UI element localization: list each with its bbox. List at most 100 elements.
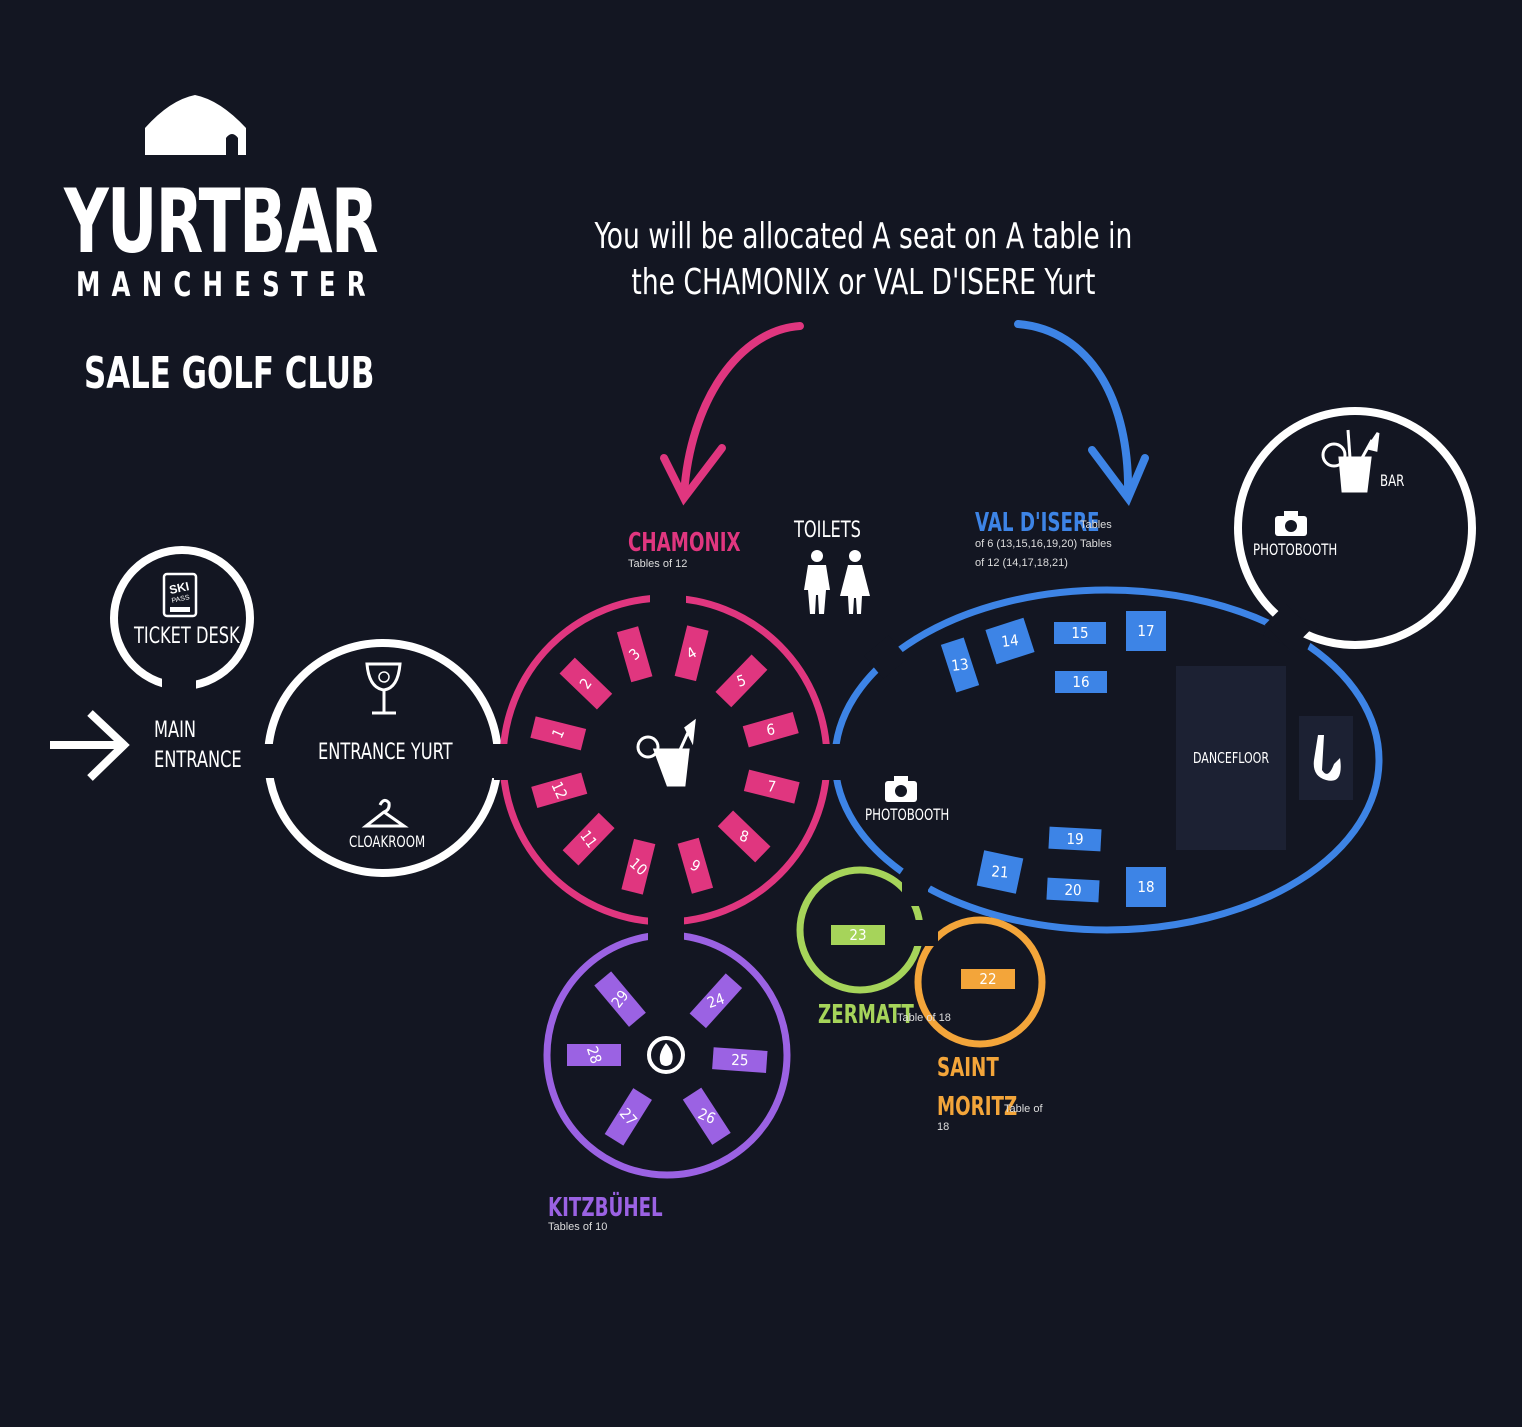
- table-shape: [1046, 877, 1100, 903]
- table-shape: [712, 1047, 768, 1073]
- table-19: 19: [1048, 826, 1102, 852]
- table-shape: [559, 657, 613, 710]
- table-number: 12: [548, 779, 571, 802]
- dj-booth: [1299, 716, 1353, 800]
- bar-cocktail-icon: [1321, 429, 1380, 493]
- hanger-icon: [361, 798, 409, 828]
- saint-moritz-title-1: SAINT: [937, 1053, 999, 1083]
- table-24: 24: [689, 973, 743, 1029]
- fire-pit-icon: [647, 1036, 685, 1074]
- yurt-logo-icon: [145, 95, 246, 155]
- ski-pass-icon: SKI PASS: [162, 572, 198, 618]
- table-28: 28: [567, 1044, 621, 1066]
- table-number: 16: [1072, 673, 1089, 691]
- headline: You will be allocated A seat on A table …: [560, 214, 1167, 306]
- val-disere-note-1: Tables: [1080, 519, 1112, 531]
- logo-subtitle: MANCHESTER: [76, 265, 377, 305]
- pink-arrow-icon: [660, 322, 804, 506]
- table-shape: [567, 1044, 621, 1066]
- table-20: 20: [1046, 877, 1100, 903]
- svg-text:SKI: SKI: [168, 579, 190, 597]
- table-number: 15: [1071, 624, 1088, 642]
- table-shape: [1055, 671, 1107, 693]
- table-6: 6: [742, 711, 799, 748]
- table-shape: [1126, 867, 1166, 907]
- table-17: 17: [1126, 611, 1166, 651]
- table-number: 14: [1000, 631, 1019, 651]
- table-9: 9: [677, 837, 714, 894]
- logo-title: YURTBAR: [64, 170, 379, 273]
- bar-label: BAR: [1380, 471, 1405, 490]
- table-shape: [715, 654, 768, 708]
- table-number: 28: [583, 1044, 605, 1066]
- blue-arrow-icon: [1014, 320, 1149, 506]
- bar-camera-icon: [1275, 511, 1307, 536]
- saint-moritz-note-2: 18: [937, 1121, 950, 1133]
- table-shape: [961, 969, 1015, 989]
- table-number: 26: [695, 1105, 718, 1128]
- saint-moritz-circle: [914, 916, 1046, 1048]
- table-number: 24: [705, 989, 727, 1012]
- chamonix-title: CHAMONIX: [628, 528, 741, 558]
- table-number: 20: [1064, 881, 1082, 899]
- table-10: 10: [621, 838, 656, 895]
- table-number: 7: [767, 777, 777, 796]
- table-shape: [743, 769, 800, 804]
- ticket-desk-circle: [110, 546, 254, 690]
- table-shape: [594, 971, 646, 1027]
- zermatt-note: Table of 18: [897, 1012, 951, 1024]
- main-entrance-label-2: ENTRANCE: [154, 748, 242, 773]
- table-number: 21: [991, 862, 1010, 881]
- table-21: 21: [976, 850, 1024, 894]
- table-16: 16: [1055, 671, 1107, 693]
- chamonix-note: Tables of 12: [628, 558, 688, 570]
- dancefloor: [1176, 666, 1286, 850]
- table-number: 22: [979, 970, 996, 988]
- saxophone-icon: [1313, 735, 1341, 781]
- table-shape: [1054, 622, 1106, 644]
- table-shape: [717, 810, 771, 863]
- table-1: 1: [530, 716, 587, 751]
- table-shape: [742, 711, 799, 748]
- table-26: 26: [682, 1087, 731, 1145]
- table-14: 14: [985, 617, 1035, 665]
- table-18: 18: [1126, 867, 1166, 907]
- table-25: 25: [712, 1047, 768, 1073]
- table-shape: [531, 772, 588, 809]
- table-shape: [604, 1088, 652, 1146]
- table-shape: [682, 1087, 731, 1145]
- table-number: 23: [849, 926, 866, 944]
- table-15: 15: [1054, 622, 1106, 644]
- bar-circle: [1234, 407, 1476, 649]
- headline-line-2: the CHAMONIX or VAL D'ISERE Yurt: [631, 262, 1096, 303]
- table-number: 25: [731, 1051, 749, 1069]
- val-disere-title: VAL D'ISERE: [975, 508, 1100, 538]
- saint-moritz-title-2: MORITZ: [937, 1092, 1018, 1122]
- entrance-yurt-label: ENTRANCE YURT: [318, 740, 453, 765]
- saint-moritz-note-1: Table of: [1004, 1103, 1043, 1115]
- table-13: 13: [940, 637, 980, 693]
- ticket-desk-label: TICKET DESK: [134, 624, 240, 649]
- table-shape: [677, 837, 714, 894]
- table-2: 2: [559, 657, 613, 710]
- table-27: 27: [604, 1088, 652, 1146]
- table-8: 8: [717, 810, 771, 863]
- table-shape: [616, 626, 653, 683]
- table-shape: [689, 973, 743, 1029]
- table-5: 5: [715, 654, 768, 708]
- table-29: 29: [594, 971, 646, 1027]
- table-shape: [674, 625, 709, 682]
- venue-name: SALE GOLF CLUB: [84, 348, 375, 399]
- table-shape: [985, 617, 1035, 665]
- zermatt-title: ZERMATT: [818, 1000, 914, 1030]
- table-shape: [530, 716, 587, 751]
- table-shape: [562, 812, 615, 866]
- table-shape: [1048, 826, 1102, 852]
- svg-text:PASS: PASS: [171, 594, 191, 605]
- main-entrance-label-1: MAIN: [154, 718, 197, 743]
- table-number: 13: [950, 655, 969, 675]
- dancefloor-label: DANCEFLOOR: [1193, 749, 1270, 767]
- table-number: 6: [765, 720, 776, 739]
